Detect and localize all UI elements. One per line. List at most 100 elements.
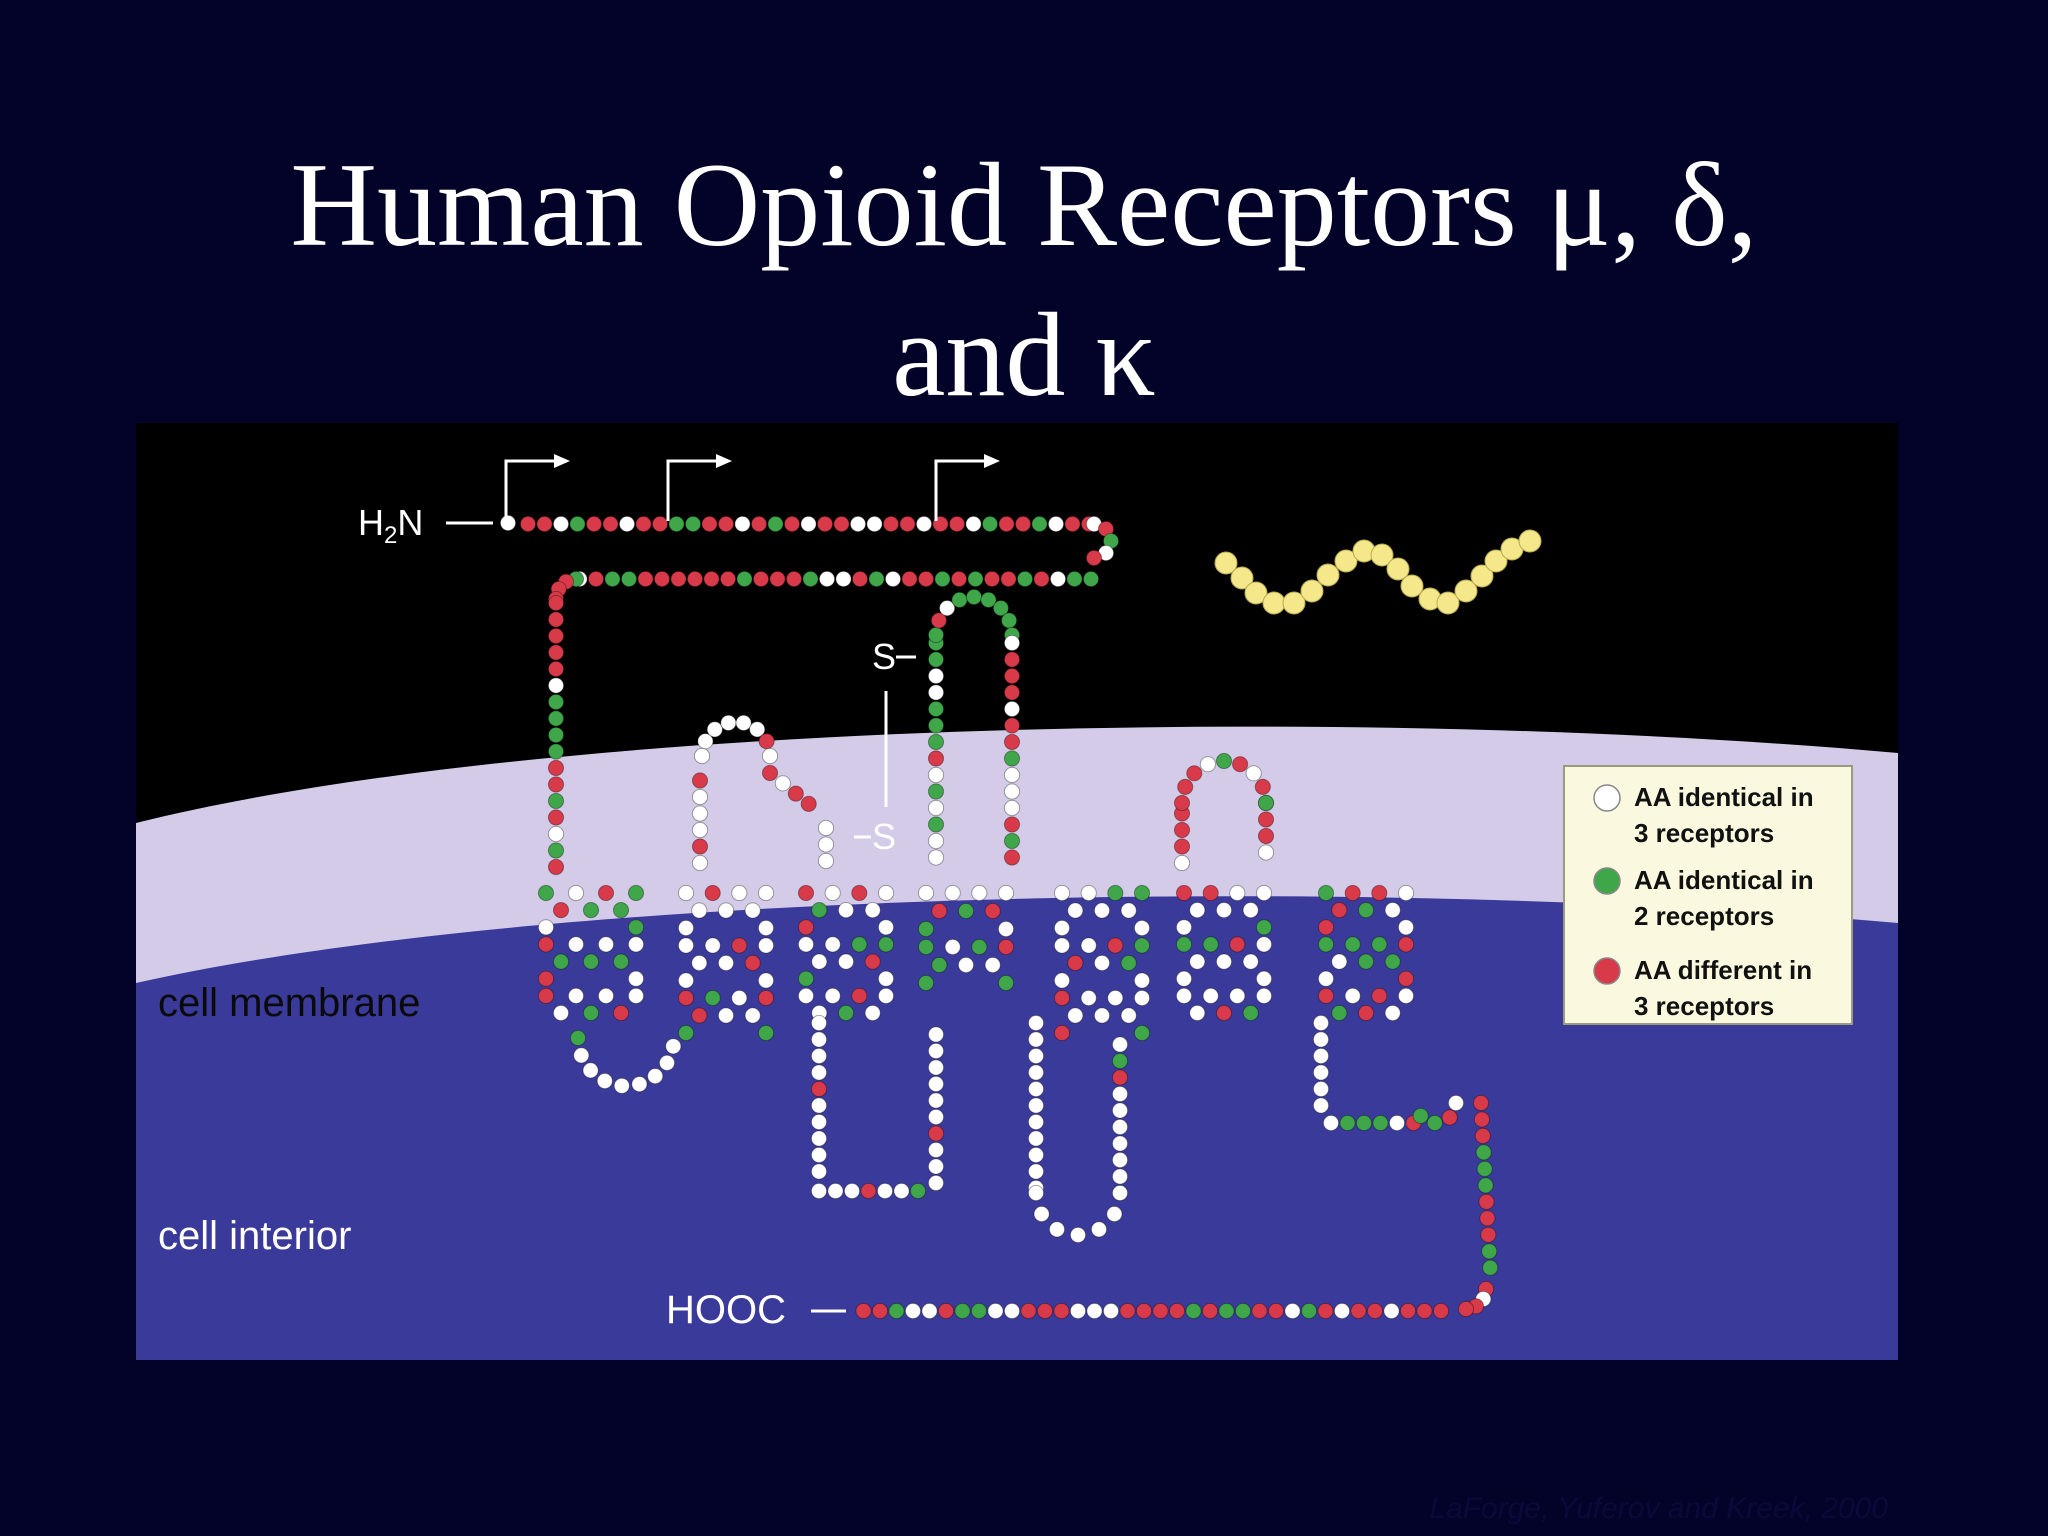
amino-acid-residue: [1175, 884, 1193, 902]
amino-acid-residue: [1257, 844, 1275, 861]
amino-acid-residue: [1033, 570, 1050, 588]
amino-acid-residue: [569, 1029, 587, 1047]
amino-acid-residue: [1372, 1114, 1389, 1132]
amino-acid-residue: [1189, 1004, 1206, 1022]
amino-acid-residue: [1331, 902, 1348, 919]
amino-acid-residue: [1119, 1302, 1136, 1320]
amino-acid-residue: [691, 805, 709, 822]
amino-acid-residue: [877, 987, 895, 1005]
amino-acid-residue: [893, 1182, 910, 1200]
amino-acid-residue: [691, 821, 709, 839]
amino-acid-residue: [744, 902, 761, 919]
amino-acid-residue: [810, 1113, 828, 1131]
amino-acid-residue: [1111, 1168, 1129, 1185]
amino-acid-residue: [1016, 570, 1034, 588]
amino-acid-residue: [1003, 783, 1021, 800]
svg-text:H2N: H2N: [358, 502, 423, 549]
amino-acid-residue: [927, 783, 945, 800]
amino-acid-residue: [927, 717, 945, 734]
amino-acid-residue: [627, 884, 645, 902]
amino-acid-residue: [1003, 717, 1021, 734]
legend-label-line1: AA different in: [1634, 955, 1812, 985]
amino-acid-residue: [954, 1302, 971, 1320]
amino-acid-residue: [684, 515, 702, 533]
amino-acid-residue: [1111, 1151, 1129, 1169]
amino-acid-residue: [1173, 821, 1191, 839]
amino-acid-residue: [1242, 1004, 1259, 1022]
glyco-flag: [504, 459, 554, 521]
amino-acid-residue: [587, 570, 605, 588]
ligand-residue: [1386, 557, 1410, 581]
amino-acid-residue: [1107, 937, 1124, 954]
amino-acid-residue: [701, 515, 718, 533]
amino-acid-residue: [536, 515, 553, 533]
amino-acid-residue: [800, 795, 817, 812]
amino-acid-residue: [547, 677, 565, 694]
amino-acid-residue: [1048, 1221, 1066, 1238]
amino-acid-residue: [1027, 1031, 1045, 1048]
amino-acid-residue: [1317, 884, 1335, 902]
amino-acid-residue: [635, 515, 652, 533]
amino-acid-residue: [677, 989, 695, 1007]
amino-acid-residue: [677, 937, 695, 954]
amino-acid-residue: [1397, 970, 1415, 987]
amino-acid-residue: [1053, 1024, 1071, 1042]
amino-acid-residue: [800, 515, 817, 533]
amino-acid-residue: [1111, 1135, 1129, 1152]
amino-acid-residue: [802, 570, 819, 588]
amino-acid-residue: [837, 902, 855, 919]
amino-acid-residue: [1344, 936, 1361, 953]
amino-acid-residue: [744, 954, 761, 972]
amino-acid-residue: [717, 515, 735, 533]
amino-acid-residue: [547, 792, 565, 810]
amino-acid-residue: [1371, 987, 1388, 1005]
amino-acid-residue: [1053, 919, 1071, 937]
amino-acid-residue: [866, 515, 883, 533]
amino-acid-residue: [970, 1302, 988, 1320]
amino-acid-residue: [704, 989, 721, 1007]
amino-acid-residue: [1020, 1302, 1037, 1320]
amino-acid-residue: [1255, 987, 1273, 1005]
amino-acid-residue: [1397, 884, 1415, 902]
amino-acid-residue: [797, 987, 815, 1005]
amino-acid-residue: [691, 902, 708, 919]
amino-acid-residue: [647, 1068, 664, 1085]
amino-acid-residue: [618, 515, 636, 533]
amino-acid-residue: [752, 570, 770, 588]
amino-acid-residue: [1482, 1259, 1499, 1276]
slide-title: Human Opioid Receptors μ, δ, and κ: [0, 130, 2048, 430]
amino-acid-residue: [888, 1302, 905, 1320]
amino-acid-residue: [816, 515, 834, 533]
amino-acid-residue: [927, 799, 945, 817]
amino-acid-residue: [810, 1047, 828, 1065]
amino-acid-residue: [612, 902, 630, 919]
amino-acid-residue: [927, 1042, 945, 1060]
amino-acid-residue: [1047, 515, 1065, 533]
amino-acid-residue: [1027, 1014, 1045, 1032]
legend-label-line2: 2 receptors: [1634, 901, 1774, 931]
amino-acid-residue: [864, 953, 881, 970]
cell-interior-label: cell interior: [158, 1214, 351, 1258]
amino-acid-residue: [547, 660, 565, 678]
amino-acid-residue: [931, 956, 948, 974]
amino-acid-residue: [984, 902, 1001, 920]
amino-acid-residue: [658, 1054, 676, 1072]
amino-acid-residue: [1251, 1302, 1268, 1320]
amino-acid-residue: [927, 667, 945, 685]
amino-acid-residue: [1242, 953, 1259, 970]
amino-acid-residue: [927, 750, 945, 767]
amino-acid-residue: [810, 1182, 828, 1200]
amino-acid-residue: [868, 570, 885, 588]
amino-acid-residue: [997, 938, 1015, 956]
amino-acid-residue: [1384, 1004, 1401, 1022]
amino-acid-residue: [851, 570, 869, 588]
amino-acid-residue: [499, 514, 517, 532]
amino-acid-residue: [1133, 884, 1151, 902]
amino-acid-residue: [1255, 936, 1273, 953]
amino-acid-residue: [1384, 953, 1401, 970]
amino-acid-residue: [547, 759, 565, 777]
amino-acid-residue: [1333, 1302, 1351, 1320]
amino-acid-residue: [810, 1097, 828, 1114]
amino-acid-residue: [1003, 832, 1021, 850]
amino-acid-residue: [1106, 1205, 1123, 1223]
